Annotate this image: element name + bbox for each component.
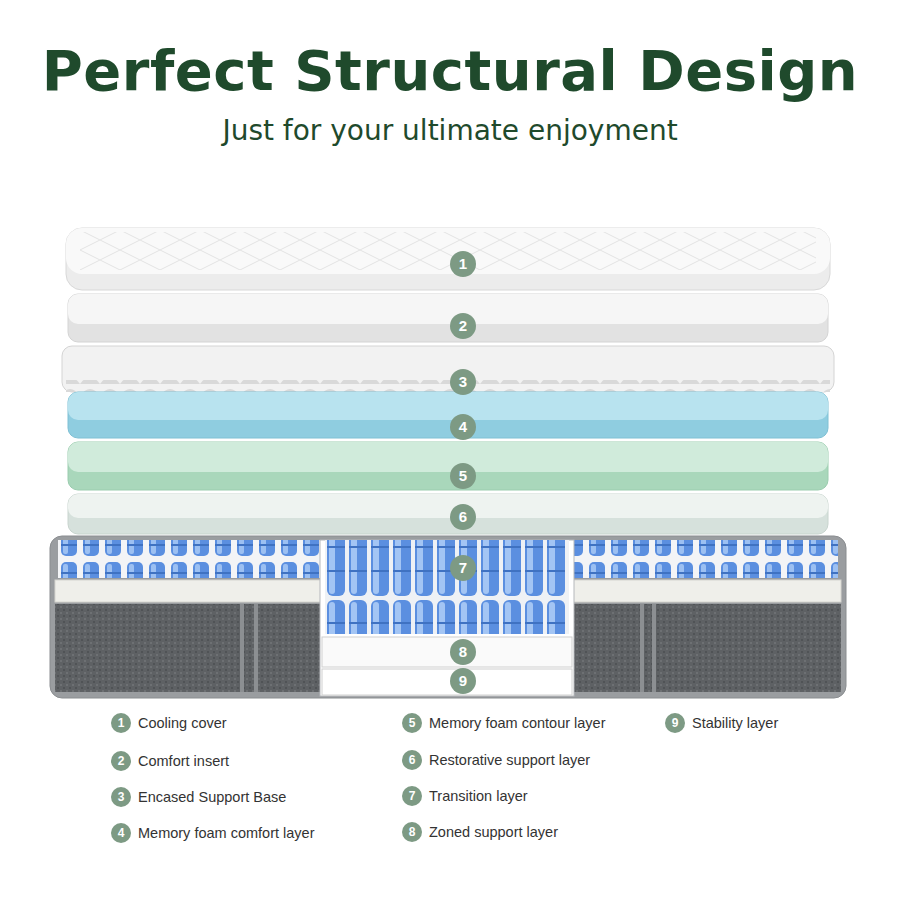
part-name: Cooling cover	[138, 715, 227, 731]
part-name: Memory foam contour layer	[429, 715, 605, 731]
callout-number: 8	[402, 822, 422, 842]
part-name: Memory foam comfort layer	[138, 825, 314, 841]
callout-number: 7	[450, 555, 476, 581]
callout-number: 1	[450, 251, 476, 277]
callout-number: 5	[450, 463, 476, 489]
callout-number: 7	[402, 786, 422, 806]
part-name: Comfort insert	[138, 753, 229, 769]
part-name: Transition layer	[429, 788, 528, 804]
callout-number: 2	[111, 751, 131, 771]
part-name: Zoned support layer	[429, 824, 558, 840]
part-name: Encased Support Base	[138, 789, 286, 805]
callout-number: 1	[111, 713, 131, 733]
callout-number: 2	[450, 313, 476, 339]
callout-number: 5	[402, 713, 422, 733]
callout-number: 4	[450, 414, 476, 440]
part-name: Restorative support layer	[429, 752, 590, 768]
callout-number: 8	[450, 639, 476, 665]
part-name: Stability layer	[692, 715, 778, 731]
subtitle: Just for your ultimate enjoyment	[0, 114, 900, 147]
callout-number: 3	[450, 369, 476, 395]
callout-number: 3	[111, 787, 131, 807]
title: Perfect Structural Design	[0, 38, 900, 103]
callout-number: 6	[402, 750, 422, 770]
callout-number: 4	[111, 823, 131, 843]
callout-number: 9	[450, 668, 476, 694]
callout-number: 6	[450, 504, 476, 530]
callout-number: 9	[665, 713, 685, 733]
